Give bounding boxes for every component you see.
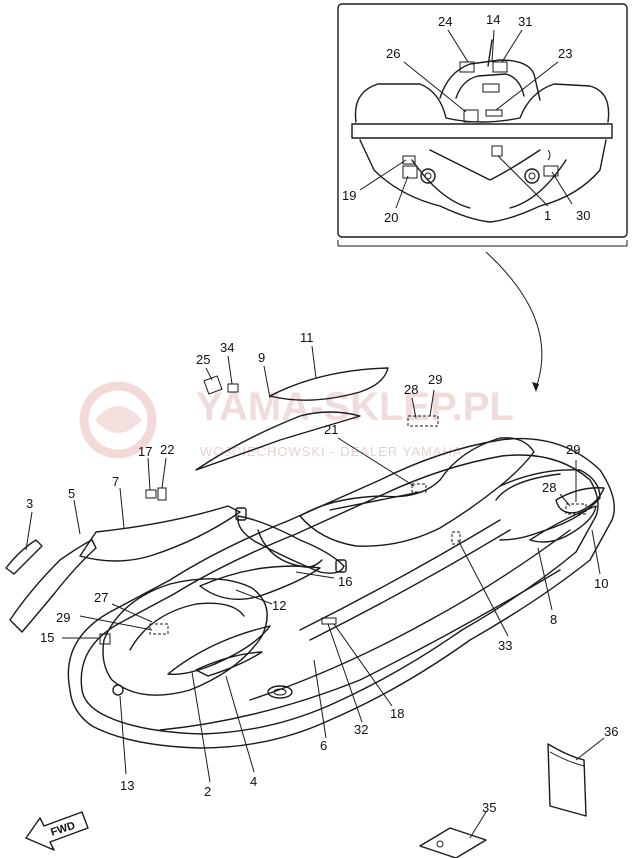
callout-30: 30 — [576, 208, 590, 223]
decal-7 — [79, 505, 241, 562]
callout-28-rear: 28 — [404, 382, 418, 397]
callout-9: 9 — [258, 350, 265, 365]
callout-28-side: 28 — [542, 480, 556, 495]
decal-17-22 — [145, 487, 167, 501]
callout-29-bow: 29 — [56, 610, 70, 625]
callout-26: 26 — [386, 46, 400, 61]
callout-21: 21 — [324, 422, 338, 437]
decal-11 — [269, 367, 389, 401]
callout-14: 14 — [486, 12, 500, 27]
callout-1: 1 — [544, 208, 551, 223]
decal-3 — [5, 539, 43, 575]
callout-36: 36 — [604, 724, 618, 739]
callout-22: 22 — [160, 442, 174, 457]
callout-15: 15 — [40, 630, 54, 645]
callout-10: 10 — [594, 576, 608, 591]
callout-32: 32 — [354, 722, 368, 737]
inset-pointer-line — [485, 251, 543, 389]
callout-4: 4 — [250, 774, 257, 789]
callout-35: 35 — [482, 800, 496, 815]
watermark: YAMA-SKLEP.PL WOJCIECHOWSKI - DEALER YAM… — [79, 381, 514, 459]
inset-pointer-arrowhead — [532, 382, 539, 392]
leader-lines — [25, 29, 605, 839]
callout-33: 33 — [498, 638, 512, 653]
callout-16: 16 — [338, 574, 352, 589]
callout-13: 13 — [120, 778, 134, 793]
callout-11: 11 — [300, 330, 314, 345]
callout-25: 25 — [196, 352, 210, 367]
rear-view-inset — [337, 3, 628, 247]
callout-17: 17 — [138, 444, 152, 459]
callout-8: 8 — [550, 612, 557, 627]
callout-2: 2 — [204, 784, 211, 799]
callout-5: 5 — [68, 486, 75, 501]
callout-numbers: 24 14 31 26 23 19 20 1 30 11 34 25 9 28 … — [26, 12, 618, 815]
callout-23: 23 — [558, 46, 572, 61]
callout-12: 12 — [272, 598, 286, 613]
watercraft-body — [67, 415, 615, 749]
decal-9 — [195, 411, 361, 471]
callout-29-side: 29 — [566, 442, 580, 457]
watermark-subtitle: WOJCIECHOWSKI - DEALER YAMAHA — [200, 444, 463, 459]
callout-3: 3 — [26, 496, 33, 511]
fwd-arrow: FWD — [25, 811, 89, 851]
callout-24: 24 — [438, 14, 452, 29]
callout-34: 34 — [220, 340, 234, 355]
callout-27: 27 — [94, 590, 108, 605]
decal-25-34 — [203, 375, 239, 395]
callout-18: 18 — [390, 706, 404, 721]
callout-6: 6 — [320, 738, 327, 753]
callout-7: 7 — [112, 474, 119, 489]
decal-35 — [419, 827, 487, 858]
watermark-title: YAMA-SKLEP.PL — [196, 385, 514, 429]
decal-5 — [9, 539, 97, 633]
callout-31: 31 — [518, 14, 532, 29]
callout-20: 20 — [384, 210, 398, 225]
callout-29-rear: 29 — [428, 372, 442, 387]
decal-36 — [547, 743, 587, 817]
callout-19: 19 — [342, 188, 356, 203]
